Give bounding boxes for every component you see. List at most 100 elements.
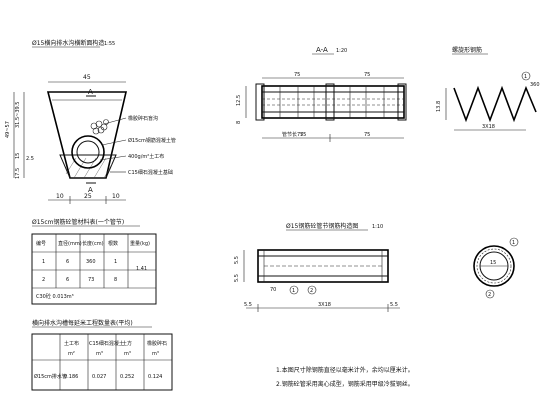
dim-bottom-2: 25	[84, 193, 92, 200]
mat-r1-c3: 8	[114, 277, 117, 283]
mat-r1-c1: 6	[66, 277, 69, 283]
leader-1	[103, 117, 127, 125]
dim-left-upper: 31.5~39.5	[15, 102, 21, 128]
aa-pipe-body	[261, 85, 405, 119]
aa-pipe-length-label: 管节长75	[282, 131, 303, 138]
spiral-dim-angle: 360	[530, 82, 540, 88]
aa-rebar-ticks	[279, 86, 385, 118]
quantity-table-frame	[31, 333, 173, 391]
mat-r0-c3: 1	[114, 259, 117, 265]
aa-joint-mid	[325, 83, 335, 121]
aa-dim-top-2: 75	[364, 72, 370, 78]
qty-v-1: 0.186	[64, 374, 78, 380]
qty-u-4: m³	[152, 351, 159, 357]
spiral-dim-pitch: 3X18	[482, 124, 495, 130]
pipe-dim-mid: 70	[270, 287, 276, 293]
pipe-body	[257, 249, 389, 283]
mat-r1-c0: 2	[42, 277, 45, 283]
c15-base	[59, 154, 117, 179]
ring-outer	[473, 245, 515, 287]
pipe-dim-left-1: 5.5	[234, 256, 240, 264]
aa-joint-left	[255, 83, 265, 121]
pipe-rebar-drawing: Ø15钢筋砼管节钢筋构造图 1:10 5.5 5.5 1 2 70 5.5 3X…	[234, 222, 400, 312]
quantity-grid	[32, 334, 172, 390]
mat-r0-c2: 360	[86, 259, 96, 265]
spiral-bar-bubble	[521, 71, 531, 81]
aa-title: A-A	[316, 46, 328, 54]
pipe-bar-bubble-1	[289, 285, 299, 295]
mat-h-0: 编号	[36, 240, 46, 247]
gravel-stones	[90, 119, 109, 135]
qty-v-3: 0.252	[120, 374, 134, 380]
leader-3	[99, 155, 127, 161]
dim-left-total: 49~57	[5, 121, 11, 138]
qty-u-2: m³	[96, 351, 103, 357]
dim-bottom-3: 10	[112, 193, 120, 200]
dim-bottom-1: 10	[56, 193, 64, 200]
qty-u-1: m²	[68, 351, 75, 357]
spiral-rebar: 螺旋形钢筋 13.8 3X18 1 360	[436, 46, 540, 131]
mat-footer: C30砼 0.013m³	[36, 293, 74, 300]
quantity-table-group: 横向排水沟槽每延米工程数量表(平均) 土工布 C15细石混凝土 土方 橡胶碎石 …	[31, 319, 173, 391]
dim-top-45: 45	[83, 74, 91, 81]
qty-h-3: 土方	[122, 340, 132, 347]
callout-geotextile: 400g/m²土工布	[128, 153, 164, 160]
pipe-dim-bot-right: 5.5	[390, 302, 398, 308]
qty-h-2: C15细石混凝土	[89, 340, 124, 347]
notes: 1.本图尺寸除钢筋直径以毫米计外，余均以厘米计。 2.钢筋砼管采用离心成型，钢筋…	[276, 366, 414, 388]
aa-dim-top-1: 75	[294, 72, 300, 78]
dim-left-2-5: 2.5	[26, 156, 34, 162]
callout-blind-drain: 橡胶碎石盲沟	[128, 115, 158, 122]
pipe-ring-section: 1 2 15	[473, 237, 519, 299]
ring-rebar	[476, 248, 512, 284]
spiral-bar-no: 1	[524, 74, 527, 80]
pipe-title: Ø15钢筋砼管节钢筋构造图	[286, 222, 358, 230]
section-mark-a-bottom: A	[88, 186, 93, 194]
spiral-zigzag	[453, 85, 537, 123]
qty-v-2: 0.027	[92, 374, 106, 380]
material-title: Ø15cm钢筋砼管材料表(一个管节)	[32, 218, 124, 226]
aa-dim-mid-1: 75	[300, 132, 306, 138]
aa-section: A-A 1:20 75 75 12.5 8 管节长	[236, 46, 407, 142]
qty-row-label: Ø15cm排水管	[34, 373, 67, 380]
callout-base: C15细石混凝土基础	[128, 169, 173, 176]
trench-outline	[46, 91, 128, 179]
trench-cross-section: 45 A	[5, 74, 176, 204]
material-table-group: Ø15cm钢筋砼管材料表(一个管节) 编号 直径(mm) 长度(cm) 根数 重…	[31, 218, 157, 305]
callout-pipe: Ø15cm钢筋混凝土管	[128, 137, 176, 144]
pipe-dim-bottom: 3X18	[318, 302, 331, 308]
note-2: 2.钢筋砼管采用离心成型，钢筋采用甲级冷拔钢丝。	[276, 380, 414, 388]
mat-r0-c1: 6	[66, 259, 69, 265]
dim-left-low: 17.5	[15, 168, 21, 179]
ring-bubble-2	[485, 289, 495, 299]
aa-dim-left-2: 8	[236, 121, 242, 124]
mat-h-1: 直径(mm)	[58, 240, 82, 247]
aa-joint-right	[397, 83, 407, 121]
material-grid	[32, 234, 156, 289]
mat-h-4: 重量(kg)	[130, 240, 150, 247]
qty-h-4: 橡胶碎石	[147, 340, 167, 347]
ring-bar-1: 1	[512, 240, 515, 246]
qty-v-4: 0.124	[148, 374, 162, 380]
pipe-bar-bubble-2	[307, 285, 317, 295]
section-scale: 1:55	[104, 41, 115, 47]
leader-2	[101, 139, 127, 146]
spiral-dim-height: 13.8	[436, 101, 442, 112]
quantity-title: 横向排水沟槽每延米工程数量表(平均)	[32, 319, 133, 327]
section-title-group: Ø15横向排水沟横断面构造 1:55	[32, 39, 115, 48]
aa-dim-mid-2: 75	[364, 132, 370, 138]
mat-h-3: 根数	[108, 240, 118, 247]
ring-dim: 15	[490, 260, 496, 266]
ring-bubble-1	[509, 237, 519, 247]
pipe-inner-circle	[76, 140, 100, 164]
ring-bar-2: 2	[488, 292, 491, 298]
material-table-frame	[31, 233, 157, 305]
pipe-bar-1: 1	[292, 288, 295, 294]
spiral-title: 螺旋形钢筋	[452, 46, 482, 54]
mat-h-2: 长度(cm)	[82, 240, 104, 247]
pipe-outer-circle	[71, 135, 105, 169]
pipe-dim-left-2: 5.5	[234, 274, 240, 282]
qty-h-1: 土工布	[64, 340, 79, 347]
pipe-bar-2: 2	[310, 288, 313, 294]
